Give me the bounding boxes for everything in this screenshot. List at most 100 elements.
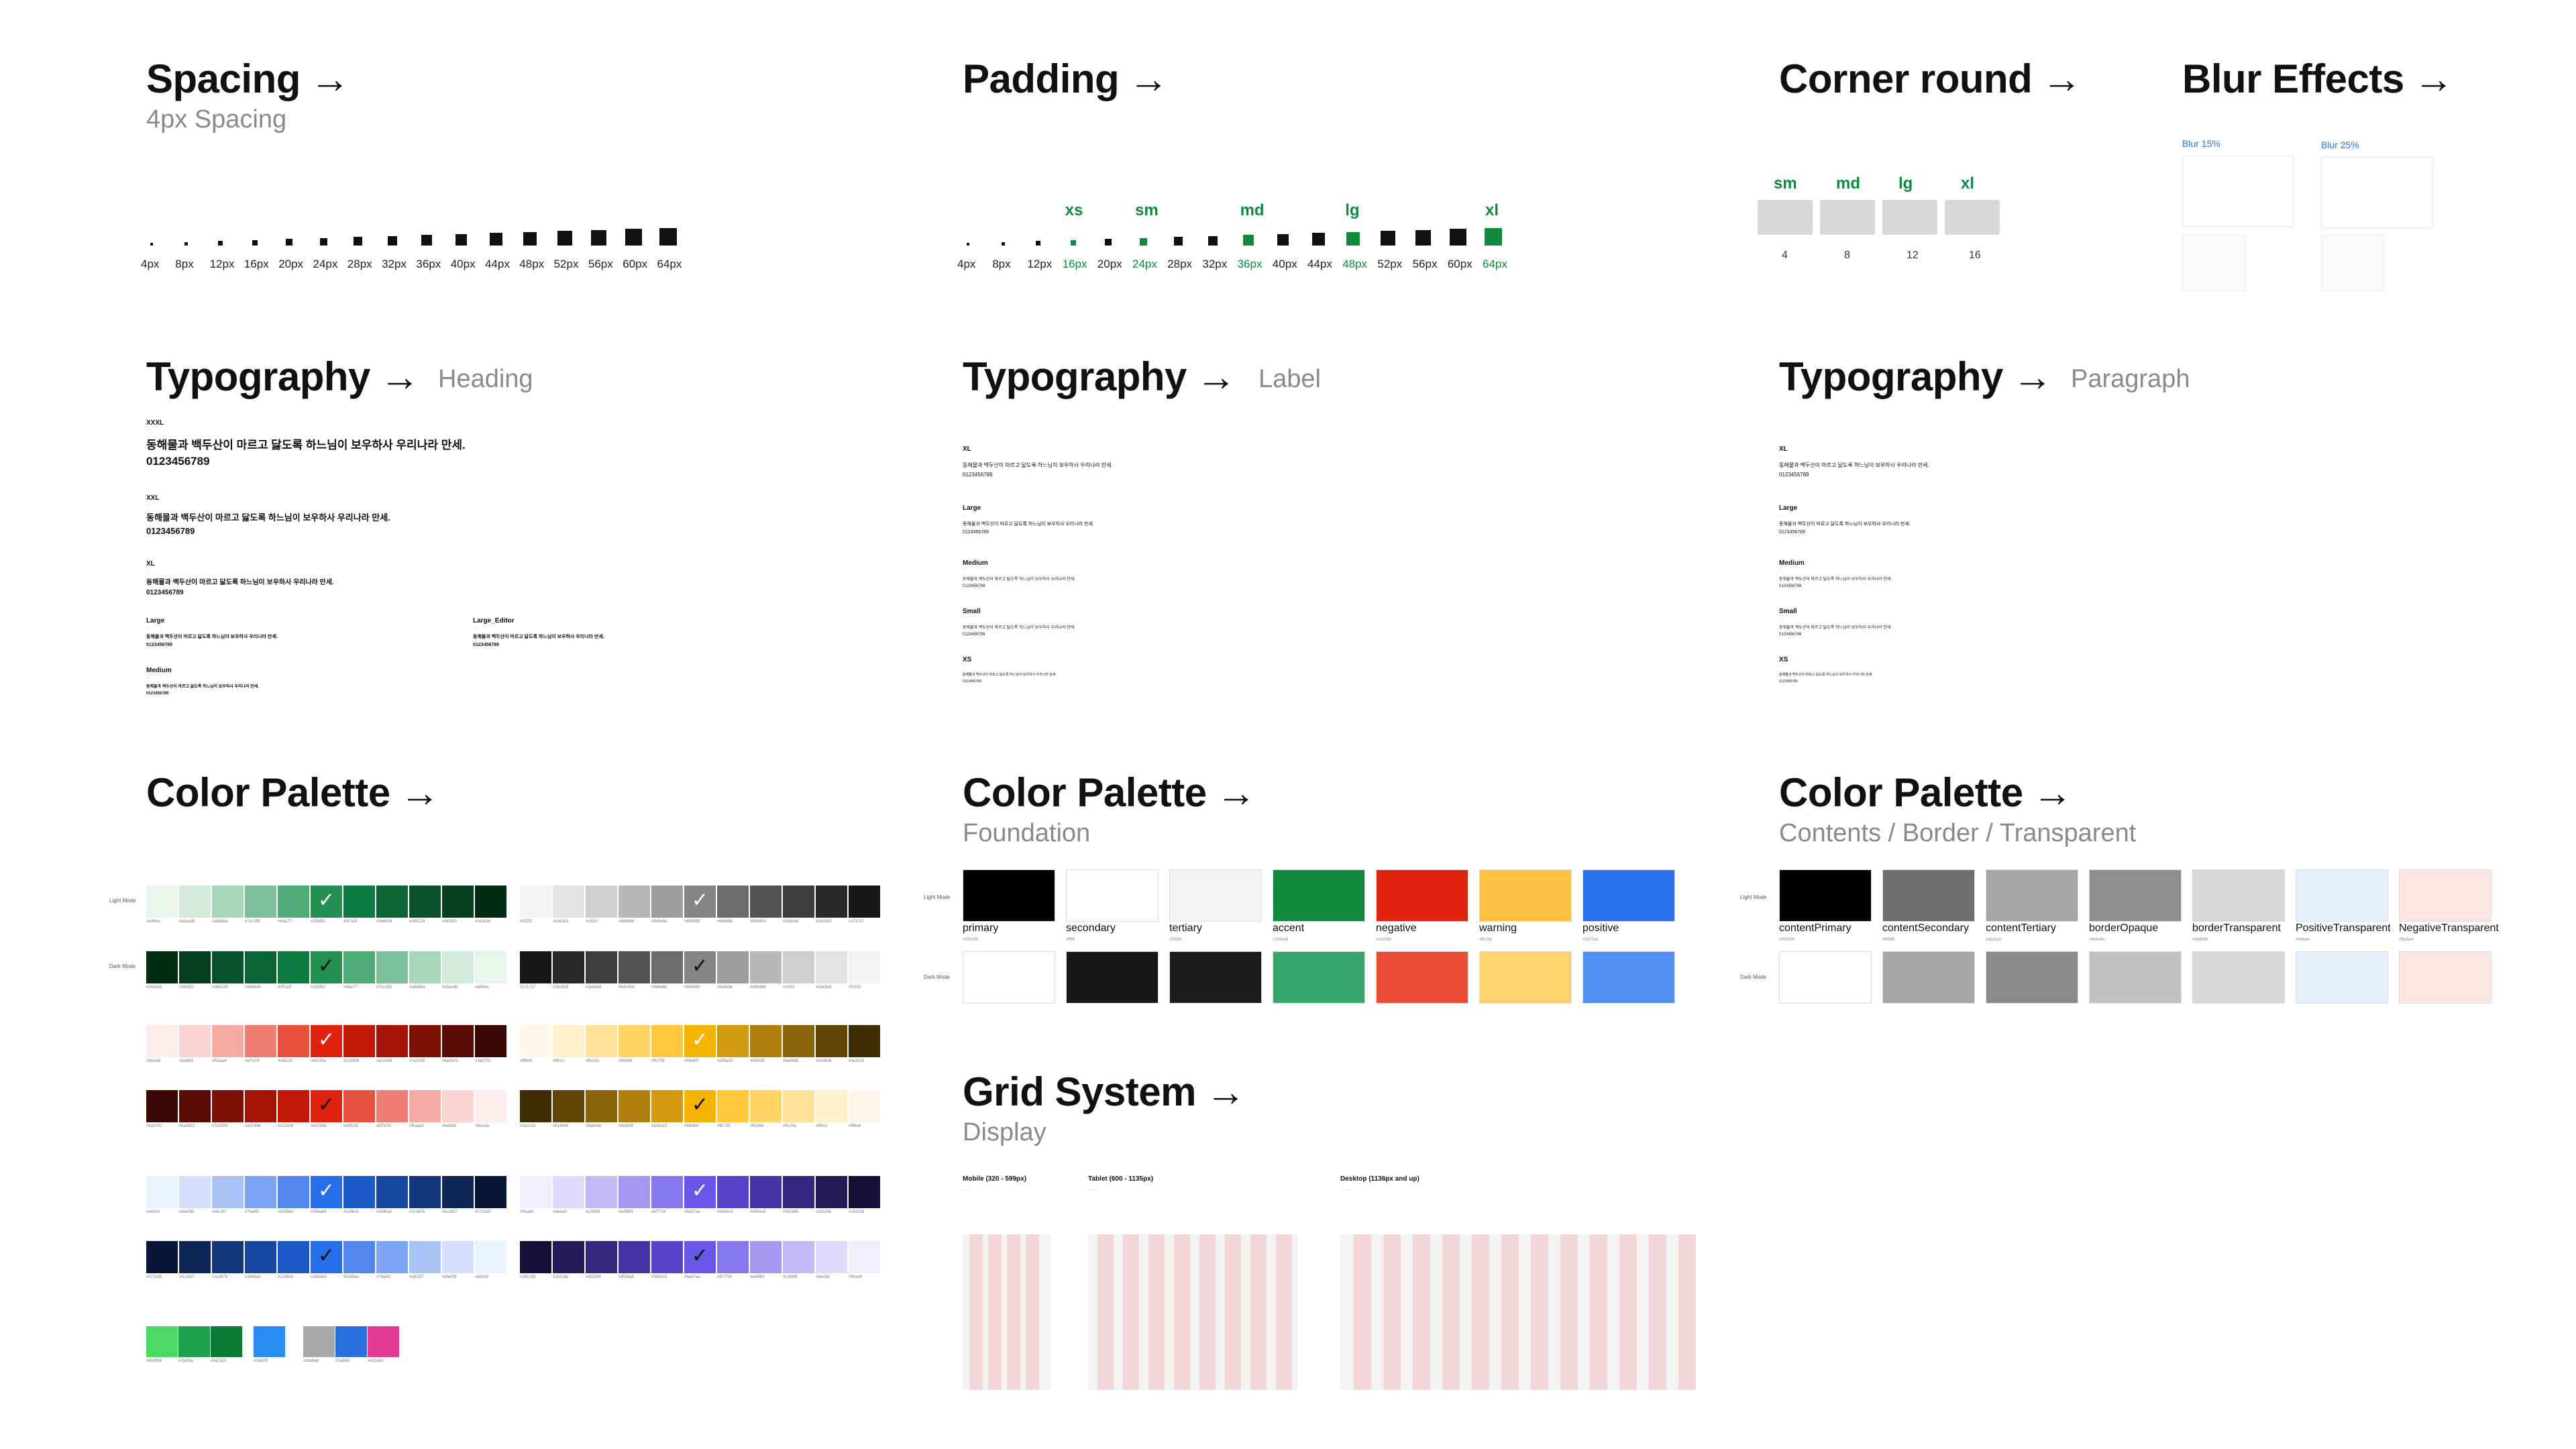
color-chip[interactable]: #f4b400✓ <box>684 1025 716 1063</box>
swatch-dark[interactable] <box>1169 951 1262 1004</box>
color-chip[interactable]: #dedafc <box>553 1176 584 1214</box>
color-chip[interactable]: #8a640b <box>783 1025 814 1063</box>
color-chip[interactable]: #d3e0fb <box>442 1241 474 1279</box>
arrow-right-icon[interactable]: → <box>2032 770 2073 815</box>
color-chip[interactable]: #a8d6ba <box>212 885 244 924</box>
color-chip[interactable]: #7e1005 <box>409 1025 441 1063</box>
swatch-light[interactable] <box>1986 869 2078 922</box>
swatch-light[interactable] <box>2089 869 2182 922</box>
color-chip[interactable]: #352880 <box>783 1176 814 1214</box>
swatch-dark[interactable] <box>1986 951 2078 1004</box>
swatch-dark[interactable] <box>2089 951 2182 1004</box>
arrow-right-icon[interactable]: → <box>1205 1069 1246 1114</box>
color-chip[interactable]: #d39a10 <box>651 1090 683 1128</box>
color-chip[interactable]: #fdeceb <box>475 1090 506 1128</box>
padding-title[interactable]: Padding→ <box>963 59 1169 99</box>
color-chip[interactable]: #a8a8a8 <box>303 1326 335 1363</box>
color-chip[interactable]: #e3e3e3 <box>816 951 847 989</box>
color-chip[interactable]: #042b16 <box>146 951 178 989</box>
swatch-light[interactable] <box>1169 869 1262 922</box>
color-chip[interactable]: #161038 <box>849 1176 880 1214</box>
color-chip[interactable]: #4cd964 <box>146 1326 178 1363</box>
color-chip[interactable]: #1c58c6 <box>343 1176 375 1214</box>
swatch-dark[interactable] <box>1376 951 1468 1004</box>
color-chip[interactable]: #7cc198 <box>376 951 408 989</box>
color-chip[interactable]: #ffd366 <box>619 1025 650 1063</box>
color-chip[interactable]: #b0800f <box>619 1090 650 1128</box>
color-chip[interactable]: #4fac77 <box>343 951 375 989</box>
color-chip[interactable]: #8a640b <box>586 1090 617 1128</box>
swatch-light[interactable] <box>1066 869 1159 922</box>
color-chip[interactable]: #042b16 <box>475 885 506 924</box>
color-chip[interactable]: #fad4d1 <box>442 1090 474 1128</box>
corner-title[interactable]: Corner round→ <box>1779 59 2082 99</box>
color-chip[interactable]: #ef7e74 <box>376 1090 408 1128</box>
color-chip[interactable]: #7cc198 <box>245 885 276 924</box>
swatch-dark[interactable] <box>1273 951 1365 1004</box>
arrow-right-icon[interactable]: → <box>1195 354 1236 399</box>
color-chip[interactable]: #e9513f <box>343 1090 375 1128</box>
typography-label-title[interactable]: Typography→ <box>963 357 1236 397</box>
color-chip[interactable]: #4534a5 <box>750 1176 782 1214</box>
color-chip[interactable]: #352880 <box>586 1241 617 1279</box>
color-chip[interactable]: #3d3d3d <box>783 885 814 924</box>
color-chip[interactable]: #1fa04a <box>178 1326 210 1363</box>
color-chip[interactable]: #c2b9f8 <box>783 1241 814 1279</box>
color-chip[interactable]: #ffc739 <box>651 1025 683 1063</box>
foundation-title[interactable]: Color Palette→ <box>963 773 1256 813</box>
color-chip[interactable]: #238f52✓ <box>311 951 342 989</box>
color-chip[interactable]: #7da4f2 <box>245 1176 276 1214</box>
color-chip[interactable]: #0a7a33 <box>211 1326 242 1363</box>
swatch-light[interactable] <box>1882 869 1975 922</box>
swatch-dark[interactable] <box>1066 951 1159 1004</box>
color-chip[interactable]: #11367b <box>409 1176 441 1214</box>
color-chip[interactable]: #614608 <box>553 1090 584 1128</box>
color-chip[interactable]: #a31406 <box>376 1025 408 1063</box>
color-chip[interactable]: #266de9✓ <box>311 1176 342 1214</box>
color-chip[interactable]: #251b5b <box>553 1241 584 1279</box>
color-chip[interactable]: #292929 <box>816 885 847 924</box>
color-chip[interactable]: #5288ee <box>343 1241 375 1279</box>
color-chip[interactable]: #fdeceb <box>146 1025 178 1063</box>
color-chip[interactable]: #238f52✓ <box>311 885 342 924</box>
color-chip[interactable]: #5643c9 <box>651 1241 683 1279</box>
color-chip[interactable]: #e9f4ec <box>475 951 506 989</box>
color-chip[interactable]: #fff8e8 <box>849 1090 880 1128</box>
color-chip[interactable]: #cfcfcf <box>783 951 814 989</box>
color-chip[interactable]: #a8d6ba <box>409 951 441 989</box>
color-chip[interactable]: #e0230e✓ <box>311 1025 342 1063</box>
spacing-title[interactable]: Spacing→ <box>146 59 350 99</box>
color-chip[interactable]: #ef7e74 <box>245 1025 276 1063</box>
color-chip[interactable]: #4534a5 <box>619 1241 650 1279</box>
color-chip[interactable]: #3a0702 <box>146 1090 178 1128</box>
color-chip[interactable]: #ffc739 <box>717 1090 749 1128</box>
color-chip[interactable]: #063f20 <box>179 951 211 989</box>
color-chip[interactable]: #ebf1fd <box>146 1176 178 1214</box>
color-chip[interactable]: #0b6634 <box>376 885 408 924</box>
arrow-right-icon[interactable]: → <box>309 56 350 101</box>
color-chip[interactable]: #5a0b03 <box>442 1025 474 1063</box>
color-chip[interactable]: #6b6b6b <box>651 951 683 989</box>
color-chip[interactable]: #8777ef <box>717 1241 749 1279</box>
swatch-dark[interactable] <box>2192 951 2285 1004</box>
color-chip[interactable]: #545454 <box>750 885 782 924</box>
color-chip[interactable]: #9e9e9e <box>717 951 749 989</box>
color-chip[interactable]: #5288ee <box>278 1176 309 1214</box>
color-chip[interactable]: #f2f2f2 <box>849 951 880 989</box>
color-chip[interactable]: #266de9✓ <box>311 1241 342 1279</box>
color-chip[interactable]: #c21808 <box>278 1090 309 1128</box>
swatch-dark[interactable] <box>1582 951 1675 1004</box>
color-chip[interactable]: #a31406 <box>245 1090 276 1128</box>
color-chip[interactable]: #2a8cf0 <box>254 1326 285 1363</box>
swatch-light[interactable] <box>1582 869 1675 922</box>
color-chip[interactable]: #a9c3f7 <box>212 1176 244 1214</box>
color-chip[interactable]: #292929 <box>553 951 584 989</box>
color-chip[interactable]: #f2f2f2 <box>520 885 551 924</box>
color-chip[interactable]: #a498f3 <box>750 1241 782 1279</box>
color-chip[interactable]: #fff0cc <box>553 1025 584 1063</box>
color-chip[interactable]: #085229 <box>212 951 244 989</box>
color-chip[interactable]: #6b6b6b <box>717 885 749 924</box>
color-chip[interactable]: #f5aaa4 <box>409 1090 441 1128</box>
color-chip[interactable]: #a498f3 <box>619 1176 650 1214</box>
color-chip[interactable]: #085229 <box>409 885 441 924</box>
